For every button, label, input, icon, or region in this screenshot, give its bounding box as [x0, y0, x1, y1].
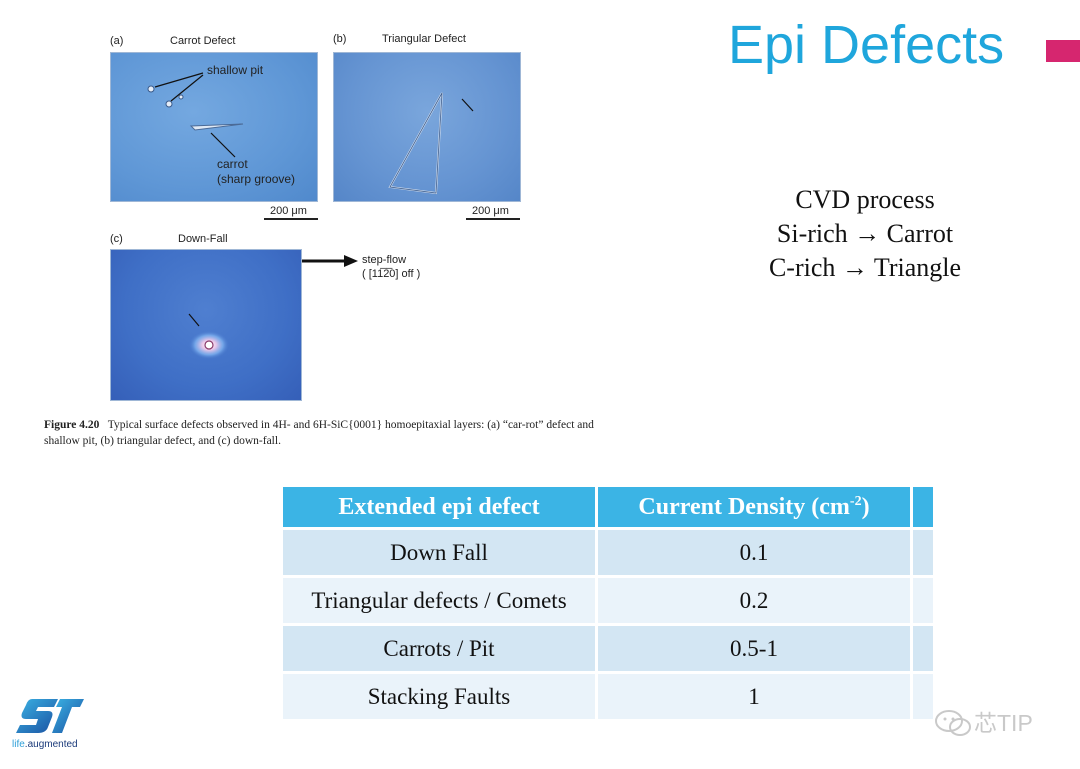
spacer-cell	[913, 527, 933, 575]
figure-number: Figure 4.20	[44, 419, 100, 431]
spacer-cell	[913, 623, 933, 671]
stepflow-arrow-icon	[302, 255, 358, 267]
panel-b-label: (b)	[333, 33, 347, 45]
table-row: Down Fall 0.1	[283, 527, 933, 575]
wechat-icon	[935, 710, 971, 736]
cvd-line-2: Si-rich → Carrot	[776, 219, 954, 248]
title-accent-bar	[1046, 40, 1080, 62]
defect-cell: Carrots / Pit	[283, 623, 598, 671]
table-header-row: Extended epi defect Current Density (cm-…	[283, 487, 933, 527]
panel-b-scalebar	[466, 218, 520, 220]
panel-b-scale-label: 200 μm	[472, 205, 509, 217]
spacer-cell	[913, 575, 933, 623]
downfall-arrow	[188, 313, 200, 327]
st-logo-icon	[16, 699, 84, 733]
panel-c-label: (c)	[110, 233, 123, 245]
panel-a-scalebar	[264, 218, 318, 220]
stepflow-annotation: step-flow	[362, 254, 407, 266]
density-cell: 0.5-1	[598, 623, 913, 671]
figure-caption-text: Typical surface defects observed in 4H- …	[44, 419, 594, 447]
cvd-notes: CVD process Si-rich → Carrot C-rich → Tr…	[740, 183, 990, 285]
pit-arrow-1	[154, 72, 204, 88]
pit-mark-1	[147, 85, 155, 93]
panel-b-drawing	[388, 92, 474, 195]
header-extended-defect: Extended epi defect	[283, 487, 598, 527]
shallow-pit-annotation: shallow pit	[207, 63, 264, 77]
panel-b-title: Triangular Defect	[382, 33, 466, 45]
defect-cell: Down Fall	[283, 527, 598, 575]
table-row: Stacking Faults 1	[283, 671, 933, 719]
carrot-arrow	[210, 132, 236, 158]
carrot-annotation: carrot	[217, 157, 248, 171]
density-cell: 1	[598, 671, 913, 719]
table-row: Carrots / Pit 0.5-1	[283, 623, 933, 671]
triangle-defect-shadow	[389, 92, 443, 194]
panel-c-title: Down-Fall	[178, 233, 228, 245]
cvd-line-1: CVD process	[795, 185, 935, 214]
stepflow-direction: ( [11̅2̅0] off )	[362, 268, 421, 280]
panel-a-title: Carrot Defect	[170, 35, 236, 47]
page-title: Epi Defects	[728, 15, 1005, 75]
triangle-defect-mark	[388, 92, 443, 195]
st-tagline: life.augmented	[12, 739, 78, 750]
pit-arrow-2	[170, 74, 204, 102]
panel-a-drawing	[147, 72, 244, 158]
density-cell: 0.2	[598, 575, 913, 623]
triangle-arrow	[461, 98, 474, 112]
panel-a-micrograph: shallow pit carrot (sharp groove)	[110, 52, 318, 202]
spacer-cell	[913, 671, 933, 719]
panel-c-drawing	[188, 313, 229, 359]
panel-c-micrograph	[110, 249, 302, 401]
header-spacer	[913, 487, 933, 527]
pit-mark-3	[178, 94, 184, 100]
table-row: Triangular defects / Comets 0.2	[283, 575, 933, 623]
carrot-mark	[189, 123, 244, 131]
panel-b-micrograph	[333, 52, 521, 202]
figure-caption: Figure 4.20 Typical surface defects obse…	[44, 417, 604, 449]
defect-cell: Triangular defects / Comets	[283, 575, 598, 623]
defect-density-table: Extended epi defect Current Density (cm-…	[283, 487, 933, 719]
pit-mark-2	[165, 100, 173, 108]
density-cell: 0.1	[598, 527, 913, 575]
panel-a-scale-label: 200 μm	[270, 205, 307, 217]
panel-a-label: (a)	[110, 35, 124, 47]
downfall-particle	[204, 340, 214, 350]
defect-cell: Stacking Faults	[283, 671, 598, 719]
cvd-line-3: C-rich → Triangle	[768, 253, 962, 282]
sharp-groove-annotation: (sharp groove)	[217, 172, 296, 186]
header-current-density: Current Density (cm-2)	[598, 487, 913, 527]
watermark-text: 芯TIP	[974, 710, 1033, 736]
